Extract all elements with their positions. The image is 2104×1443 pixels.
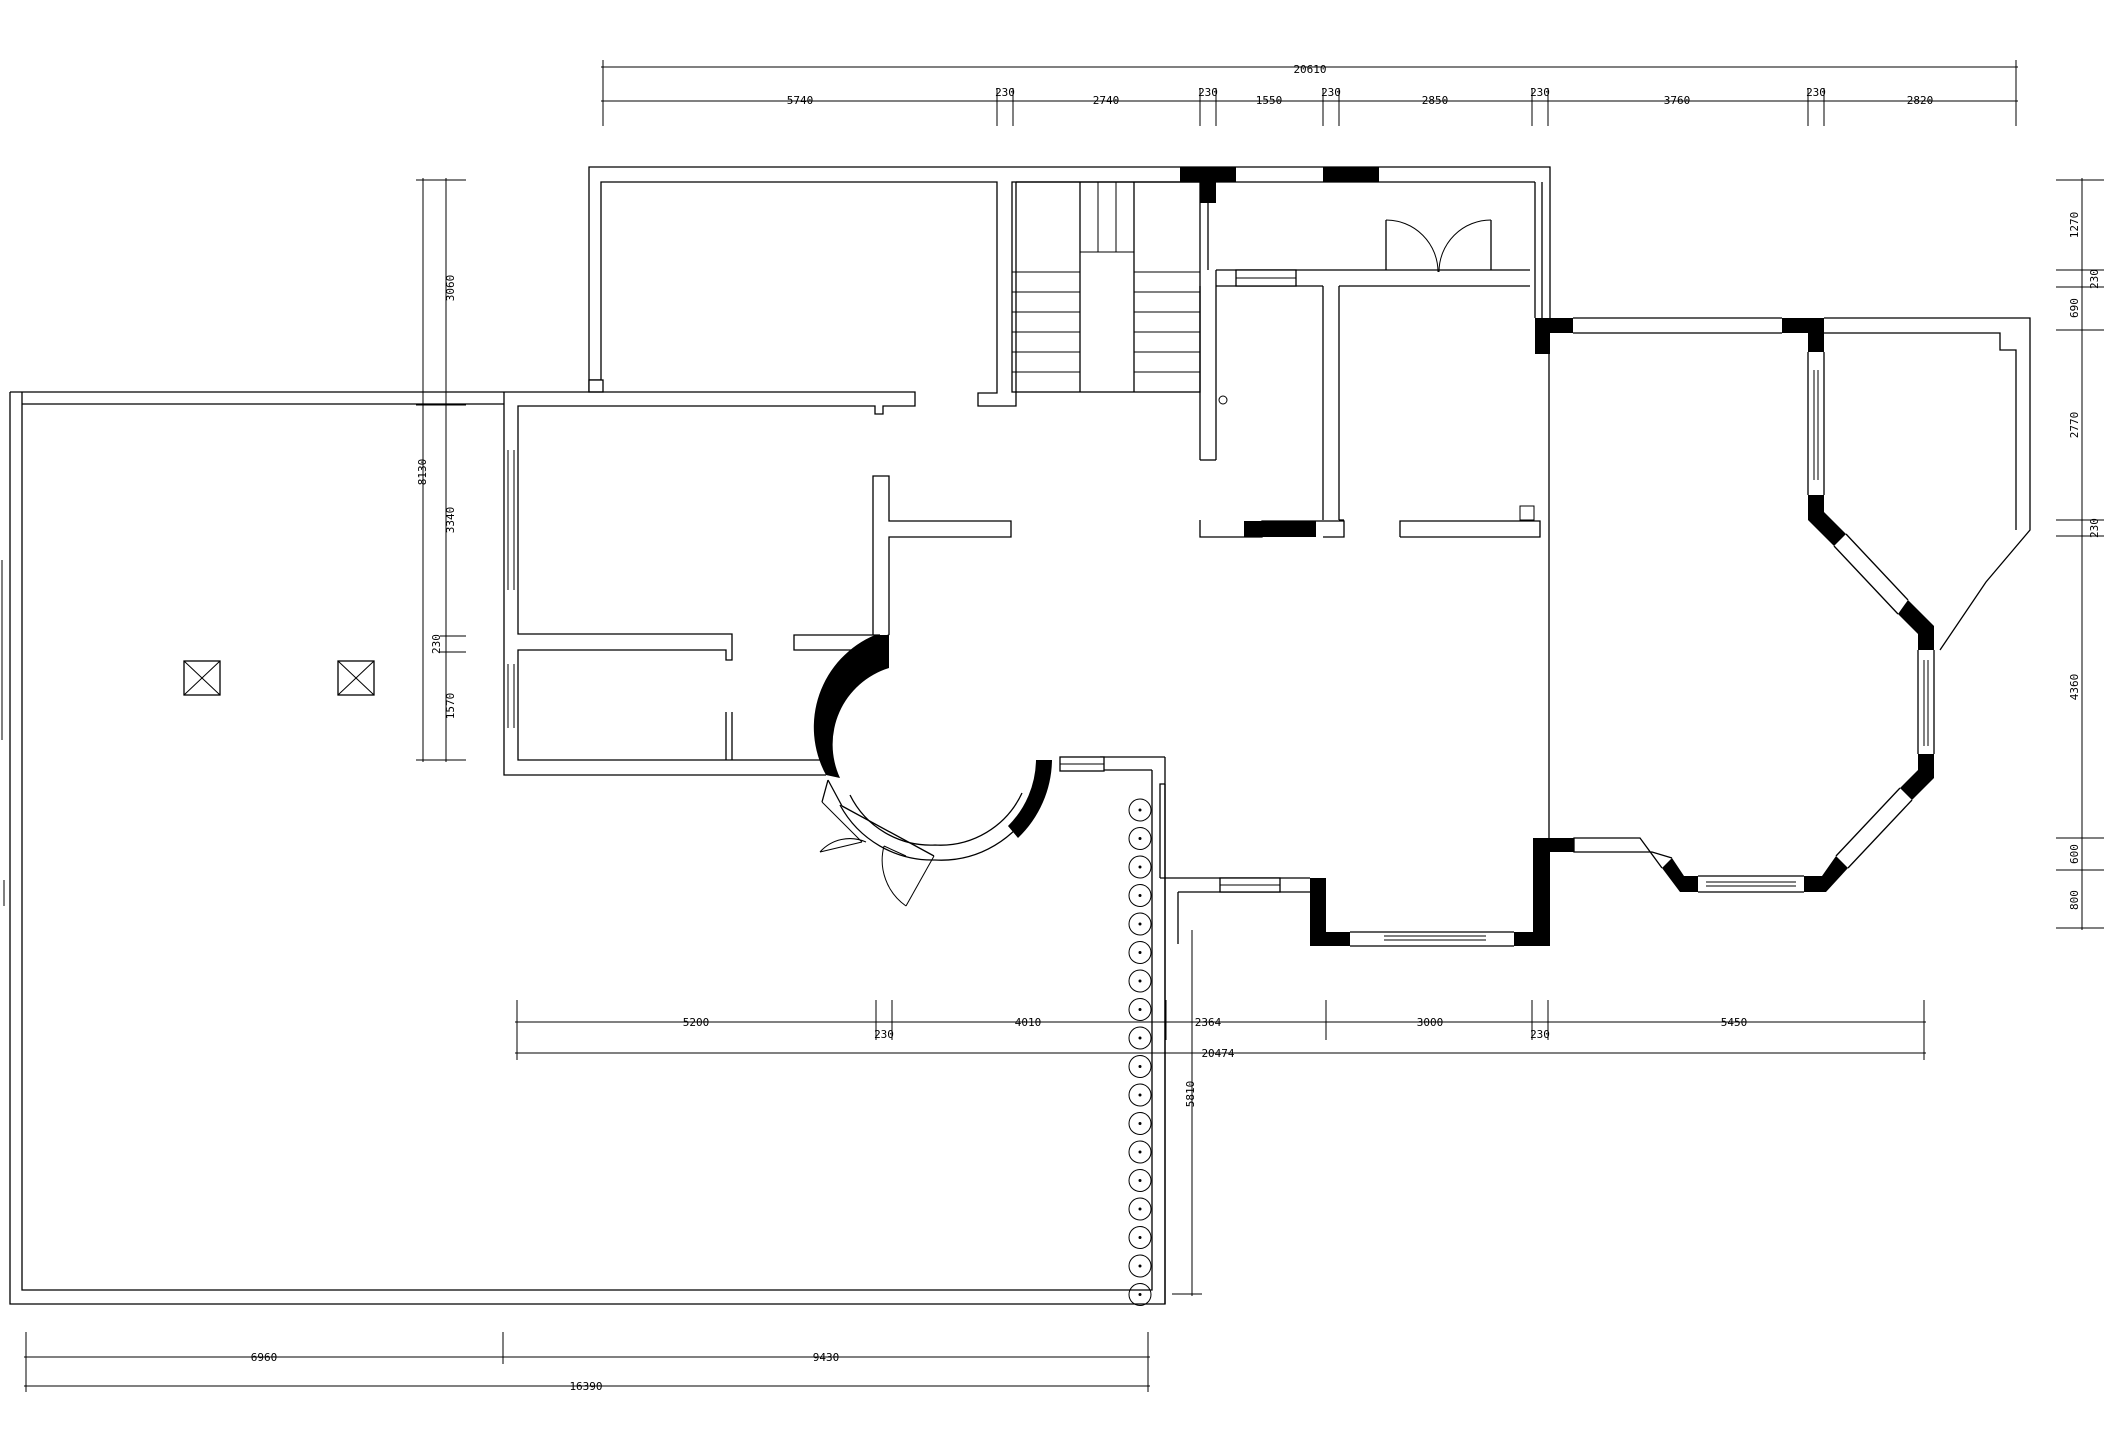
shrub-center xyxy=(1138,1293,1142,1296)
north-doors xyxy=(1218,219,1535,521)
shrub-row xyxy=(1128,784,1166,1306)
middle-dim-segment: 230 xyxy=(1530,1028,1550,1041)
shrub-center xyxy=(1138,1264,1142,1268)
top-dimension-chain: 20610 5740 230 2740 230 1550 230 2850 23… xyxy=(601,60,2018,126)
right-dim-segment: 690 xyxy=(2068,298,2081,318)
right-dim-segment: 4360 xyxy=(2068,674,2081,701)
shrub xyxy=(1128,1112,1152,1135)
right-dim-segment: 600 xyxy=(2068,844,2081,864)
right-dim-segment: 230 xyxy=(2088,269,2101,289)
shrub xyxy=(1128,969,1152,993)
shrub xyxy=(1128,798,1152,822)
shrub xyxy=(1128,1140,1152,1164)
shrub xyxy=(1128,1055,1152,1078)
shrub xyxy=(1128,855,1152,879)
middle-dim-vertical: 5810 xyxy=(1184,1081,1197,1108)
right-dim-segment: 800 xyxy=(2068,890,2081,910)
shrub-center xyxy=(1138,865,1142,869)
left-dimension-chain: 8130 3060 3340 230 1570 xyxy=(416,178,466,762)
middle-dim-segment: 3000 xyxy=(1417,1016,1444,1029)
middle-dim-overall: 20474 xyxy=(1201,1047,1234,1060)
left-dim-segment: 3060 xyxy=(444,275,457,302)
shrub-center xyxy=(1138,1122,1142,1125)
middle-dim-segment: 5450 xyxy=(1721,1016,1748,1029)
bottom-dim-segment: 9430 xyxy=(813,1351,840,1364)
top-dim-segment: 2820 xyxy=(1907,94,1934,107)
bottom-dimension-chain: 6960 9430 16390 xyxy=(24,1332,1150,1393)
staircase xyxy=(1011,181,1201,393)
shrub xyxy=(1128,1226,1152,1249)
left-dim-segment: 230 xyxy=(430,634,443,654)
top-dim-segment: 2850 xyxy=(1422,94,1449,107)
shrub-center xyxy=(1138,1036,1142,1040)
top-dim-segment: 230 xyxy=(1806,86,1826,99)
shrub xyxy=(1128,998,1152,1021)
left-dim-segment: 1570 xyxy=(444,693,457,720)
shrub-center xyxy=(1138,837,1142,840)
middle-dim-segment: 230 xyxy=(874,1028,894,1041)
shrub xyxy=(1128,1283,1152,1306)
north-block xyxy=(588,166,1551,521)
shrub-center xyxy=(1138,894,1142,897)
bottom-dim-segment: 6960 xyxy=(251,1351,278,1364)
top-dim-segment: 230 xyxy=(995,86,1015,99)
top-dim-segment: 230 xyxy=(1198,86,1218,99)
skylight-marker xyxy=(183,660,221,696)
shrub xyxy=(1128,1169,1152,1192)
right-dim-segment: 230 xyxy=(2088,518,2101,538)
shrub xyxy=(1128,1026,1152,1050)
east-wing xyxy=(1059,317,2031,947)
shrub xyxy=(1128,912,1152,936)
shrub-center xyxy=(1138,979,1142,983)
living-area-walls xyxy=(503,318,1550,840)
middle-dim-segment: 4010 xyxy=(1015,1016,1042,1029)
top-dim-segment: 230 xyxy=(1321,86,1341,99)
shrub-center xyxy=(1138,1150,1142,1154)
top-dim-segment: 3760 xyxy=(1664,94,1691,107)
shrub xyxy=(1128,1254,1152,1278)
shrub-center xyxy=(1138,1065,1142,1068)
top-dim-overall: 20610 xyxy=(1293,63,1326,76)
top-dim-segment: 5740 xyxy=(787,94,814,107)
shrub-center xyxy=(1138,1207,1142,1211)
shrub-center xyxy=(1138,1179,1142,1182)
shrub-center xyxy=(1138,922,1142,926)
right-dim-segment: 1270 xyxy=(2068,212,2081,239)
left-edge-marks xyxy=(1,560,5,906)
round-porch xyxy=(813,634,1052,907)
shrub xyxy=(1128,1083,1152,1107)
top-dim-segment: 230 xyxy=(1530,86,1550,99)
shrub-center xyxy=(1138,1008,1142,1011)
terrace-outline xyxy=(9,391,1166,1305)
shrub xyxy=(1128,1197,1152,1221)
middle-dim-segment: 2364 xyxy=(1195,1016,1222,1029)
shrub-center xyxy=(1138,1236,1142,1239)
right-dim-segment: 2770 xyxy=(2068,412,2081,439)
middle-dim-segment: 5200 xyxy=(683,1016,710,1029)
shrub-center xyxy=(1138,951,1142,954)
shrub-center xyxy=(1138,808,1142,812)
top-dim-segment: 1550 xyxy=(1256,94,1283,107)
top-dim-segment: 2740 xyxy=(1093,94,1120,107)
middle-dimension-chain: 5200 230 4010 2364 3000 230 5450 20474 5… xyxy=(515,930,1926,1296)
shrub xyxy=(1128,941,1152,964)
left-dim-overall: 8130 xyxy=(416,459,429,486)
structural-columns xyxy=(1180,167,1824,354)
skylight-marker xyxy=(337,660,375,696)
shrub xyxy=(1128,827,1152,850)
shrub-center xyxy=(1138,1093,1142,1097)
left-dim-segment: 3340 xyxy=(444,507,457,534)
bottom-dim-overall: 16390 xyxy=(569,1380,602,1393)
right-dimension-chain: 1270 230 690 2770 230 4360 600 800 xyxy=(2056,178,2104,930)
shrub xyxy=(1128,884,1152,907)
